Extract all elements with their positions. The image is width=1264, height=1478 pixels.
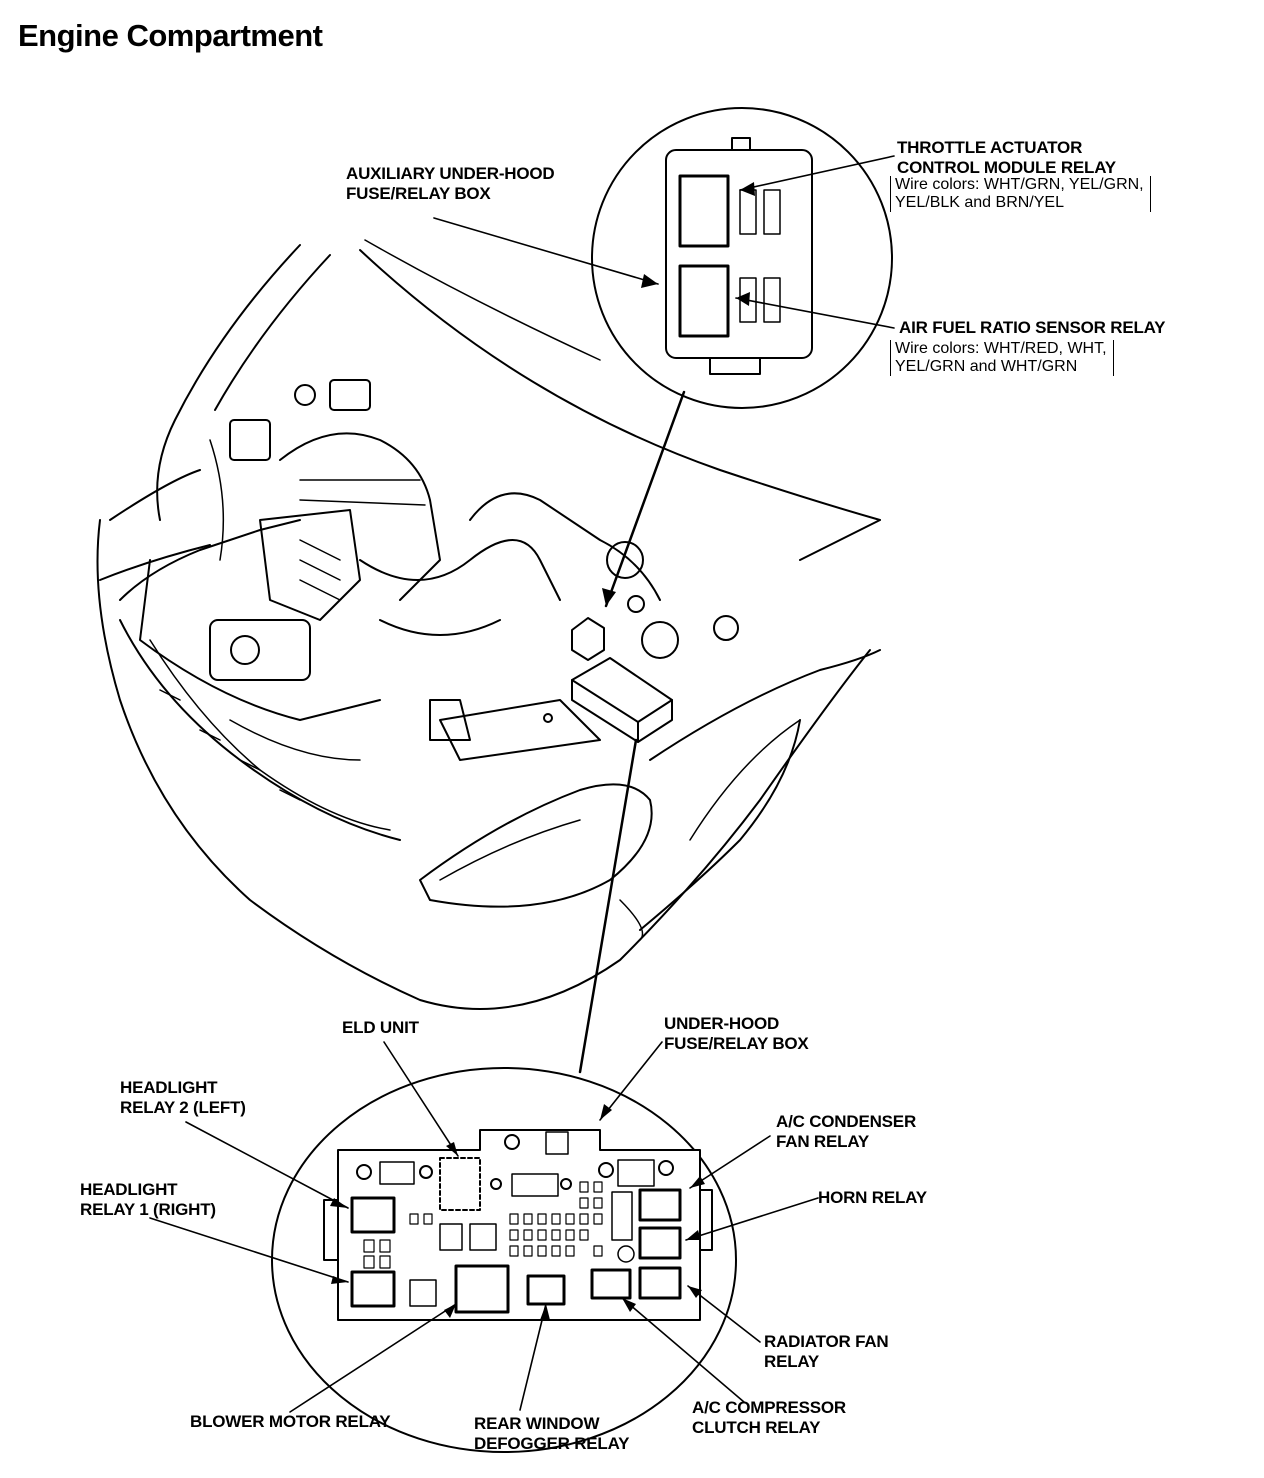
- note-throttle-line2: YEL/BLK and BRN/YEL: [895, 194, 1064, 211]
- label-underhood-line2: FUSE/RELAY BOX: [664, 1034, 809, 1053]
- label-horn-line1: HORN RELAY: [818, 1188, 927, 1207]
- label-headlight1-line1: HEADLIGHT: [80, 1180, 178, 1199]
- label-radiator-fan-relay: RADIATOR FAN RELAY: [764, 1332, 889, 1372]
- note-throttle-line1: Wire colors: WHT/GRN, YEL/GRN,: [895, 176, 1144, 193]
- label-afr-relay: AIR FUEL RATIO SENSOR RELAY: [899, 318, 1166, 338]
- label-aux-box-line2: FUSE/RELAY BOX: [346, 184, 491, 203]
- label-ac-condenser-relay: A/C CONDENSER FAN RELAY: [776, 1112, 916, 1152]
- label-aux-box: AUXILIARY UNDER-HOOD FUSE/RELAY BOX: [346, 164, 555, 204]
- label-headlight1-line2: RELAY 1 (RIGHT): [80, 1200, 216, 1219]
- label-aux-box-line1: AUXILIARY UNDER-HOOD: [346, 164, 555, 183]
- label-headlight-relay-1: HEADLIGHT RELAY 1 (RIGHT): [80, 1180, 216, 1220]
- label-ac-condenser-line1: A/C CONDENSER: [776, 1112, 917, 1131]
- arrowheads: [330, 182, 755, 1320]
- label-rear-window-relay: REAR WINDOW DEFOGGER RELAY: [474, 1414, 629, 1454]
- label-throttle-line1: THROTTLE ACTUATOR: [897, 138, 1083, 157]
- leader-lines: [150, 156, 894, 1412]
- note-throttle-wire-colors: Wire colors: WHT/GRN, YEL/GRN, YEL/BLK a…: [890, 176, 1151, 212]
- label-eld-line1: ELD UNIT: [342, 1018, 419, 1037]
- label-ac-compressor-line2: CLUTCH RELAY: [692, 1418, 821, 1437]
- label-blower-motor-relay: BLOWER MOTOR RELAY: [190, 1412, 391, 1432]
- label-radiator-line2: RELAY: [764, 1352, 820, 1371]
- label-ac-condenser-line2: FAN RELAY: [776, 1132, 869, 1151]
- note-afr-line1: Wire colors: WHT/RED, WHT,: [895, 340, 1107, 357]
- label-headlight-relay-2: HEADLIGHT RELAY 2 (LEFT): [120, 1078, 246, 1118]
- label-rear-window-line1: REAR WINDOW: [474, 1414, 600, 1433]
- note-afr-line2: YEL/GRN and WHT/GRN: [895, 358, 1078, 375]
- note-afr-wire-colors: Wire colors: WHT/RED, WHT, YEL/GRN and W…: [890, 340, 1114, 376]
- label-radiator-line1: RADIATOR FAN: [764, 1332, 889, 1351]
- label-ac-compressor-line1: A/C COMPRESSOR: [692, 1398, 846, 1417]
- label-afr-line1: AIR FUEL RATIO SENSOR RELAY: [899, 318, 1166, 337]
- label-throttle-line2: CONTROL MODULE RELAY: [897, 158, 1116, 177]
- label-blower-line1: BLOWER MOTOR RELAY: [190, 1412, 391, 1431]
- label-underhood-line1: UNDER-HOOD: [664, 1014, 780, 1033]
- label-horn-relay: HORN RELAY: [818, 1188, 927, 1208]
- label-underhood-box: UNDER-HOOD FUSE/RELAY BOX: [664, 1014, 809, 1054]
- label-throttle-relay: THROTTLE ACTUATOR CONTROL MODULE RELAY: [897, 138, 1116, 178]
- underhood-box-inset: [272, 1068, 736, 1452]
- aux-box-inset: [592, 108, 892, 408]
- label-headlight2-line1: HEADLIGHT: [120, 1078, 218, 1097]
- page-title: Engine Compartment: [18, 18, 323, 53]
- label-rear-window-line2: DEFOGGER RELAY: [474, 1434, 630, 1453]
- label-ac-compressor-relay: A/C COMPRESSOR CLUTCH RELAY: [692, 1398, 846, 1438]
- label-headlight2-line2: RELAY 2 (LEFT): [120, 1098, 246, 1117]
- label-eld-unit: ELD UNIT: [342, 1018, 419, 1038]
